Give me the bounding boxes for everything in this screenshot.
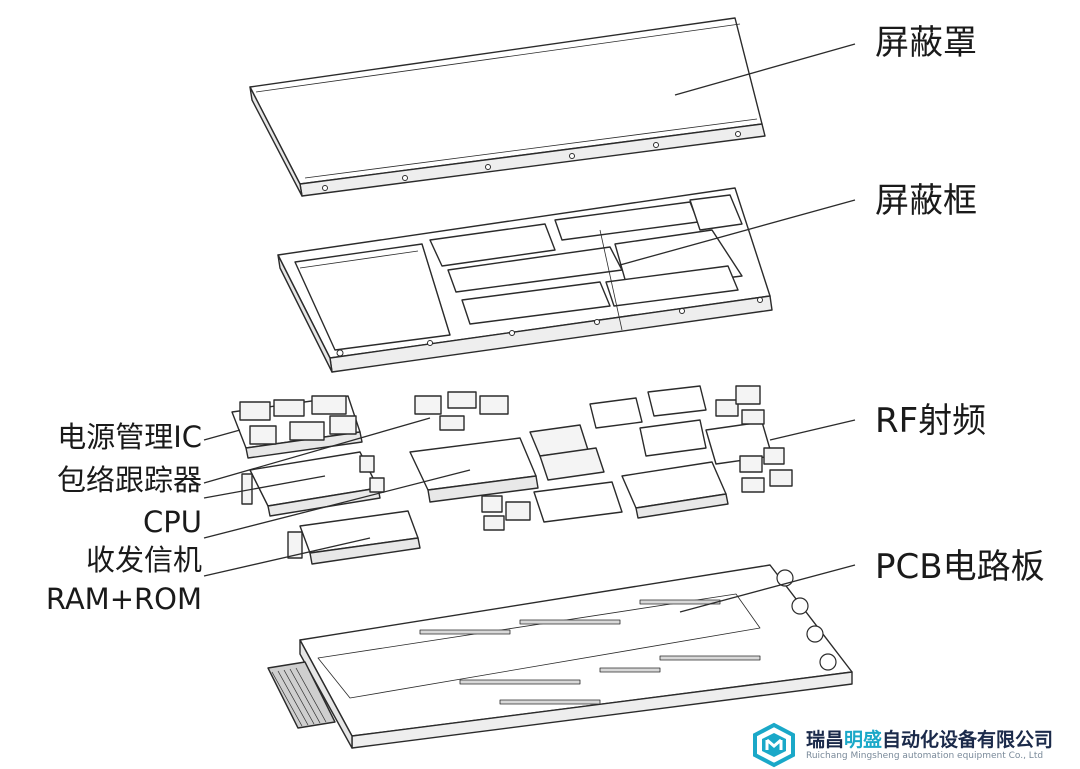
shield-frame-part — [277, 187, 773, 373]
label-shield-frame: 屏蔽框 — [875, 181, 977, 221]
label-pcb: PCB电路板 — [875, 547, 1045, 587]
company-name-cn: 瑞昌明盛自动化设备有限公司 — [806, 725, 1053, 752]
company-logo-icon — [753, 722, 795, 768]
middle-module-part — [481, 481, 623, 531]
leader-line — [203, 429, 241, 441]
company-name-prefix: 瑞昌 — [806, 729, 845, 751]
label-cpu: CPU — [143, 505, 202, 539]
pcb-board-part — [267, 564, 853, 749]
company-name-highlight: 明盛 — [844, 729, 883, 751]
power-ic-part — [231, 395, 363, 459]
leader-line — [674, 43, 856, 96]
leader-line — [679, 564, 856, 613]
company-logo: 瑞昌明盛自动化设备有限公司 Ruichang Mingsheng automat… — [750, 722, 1080, 768]
label-power-ic: 电源管理IC — [57, 420, 202, 454]
company-name-suffix: 自动化设备有限公司 — [882, 729, 1054, 751]
rf-part — [589, 385, 793, 519]
leader-line — [203, 469, 471, 539]
leader-line — [769, 419, 856, 441]
label-ram-rom: RAM+ROM — [45, 582, 202, 616]
leader-line — [619, 199, 856, 266]
label-envelope-tracker: 包络跟踪器 — [56, 463, 202, 497]
ram-rom-part — [287, 510, 421, 565]
cpu-part — [409, 391, 605, 503]
label-rf: RF射频 — [875, 401, 987, 441]
label-shield-cover: 屏蔽罩 — [875, 23, 977, 63]
company-name-en: Ruichang Mingsheng automation equipment … — [806, 751, 1044, 761]
leader-line — [203, 537, 371, 577]
label-transceiver: 收发信机 — [85, 543, 202, 577]
leader-line — [203, 475, 326, 499]
leader-line — [203, 417, 431, 484]
envelope-tracker-part — [241, 451, 385, 517]
shield-cover-part — [249, 17, 766, 197]
